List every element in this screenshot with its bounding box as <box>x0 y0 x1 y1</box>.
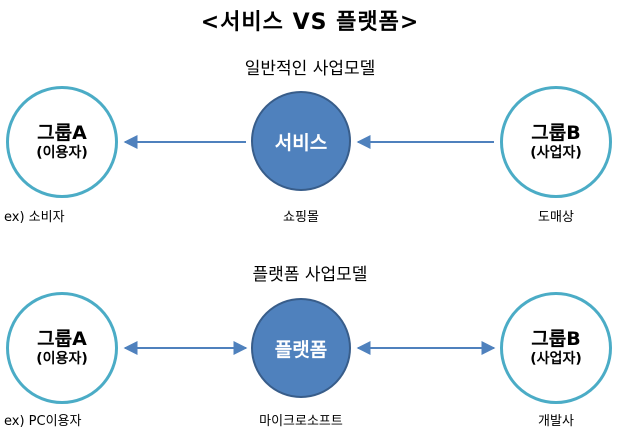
platform-model-title: 플랫폼 사업모델 <box>252 265 368 285</box>
platform-group-b-role: (사업자) <box>530 351 582 368</box>
service-group-b-role: (사업자) <box>530 145 582 162</box>
platform-center-label: 플랫폼 <box>274 338 328 361</box>
platform-center-circle: 플랫폼 <box>251 298 351 398</box>
service-caption-center: 쇼핑몰 <box>283 210 319 225</box>
platform-group-a-role: (이용자) <box>36 351 88 368</box>
service-center-label: 서비스 <box>274 131 328 154</box>
platform-group-a-circle: 그룹A (이용자) <box>6 292 118 404</box>
service-group-a-name: 그룹A <box>37 121 87 144</box>
platform-group-b-circle: 그룹B (사업자) <box>500 292 612 404</box>
service-model-title: 일반적인 사업모델 <box>244 59 376 79</box>
service-caption-right: 도매상 <box>538 210 574 225</box>
platform-group-a-name: 그룹A <box>37 327 87 350</box>
platform-caption-center: 마이크로소프트 <box>259 414 343 429</box>
service-group-a-role: (이용자) <box>36 145 88 162</box>
service-group-b-circle: 그룹B (사업자) <box>500 86 612 198</box>
service-caption-left: ex) 소비자 <box>4 210 65 225</box>
diagram-title: <서비스 VS 플랫폼> <box>200 10 420 35</box>
service-group-a-circle: 그룹A (이용자) <box>6 86 118 198</box>
platform-caption-left: ex) PC이용자 <box>4 414 82 429</box>
platform-caption-right: 개발사 <box>538 414 574 429</box>
service-group-b-name: 그룹B <box>531 121 581 144</box>
platform-group-b-name: 그룹B <box>531 327 581 350</box>
service-center-circle: 서비스 <box>251 91 351 191</box>
